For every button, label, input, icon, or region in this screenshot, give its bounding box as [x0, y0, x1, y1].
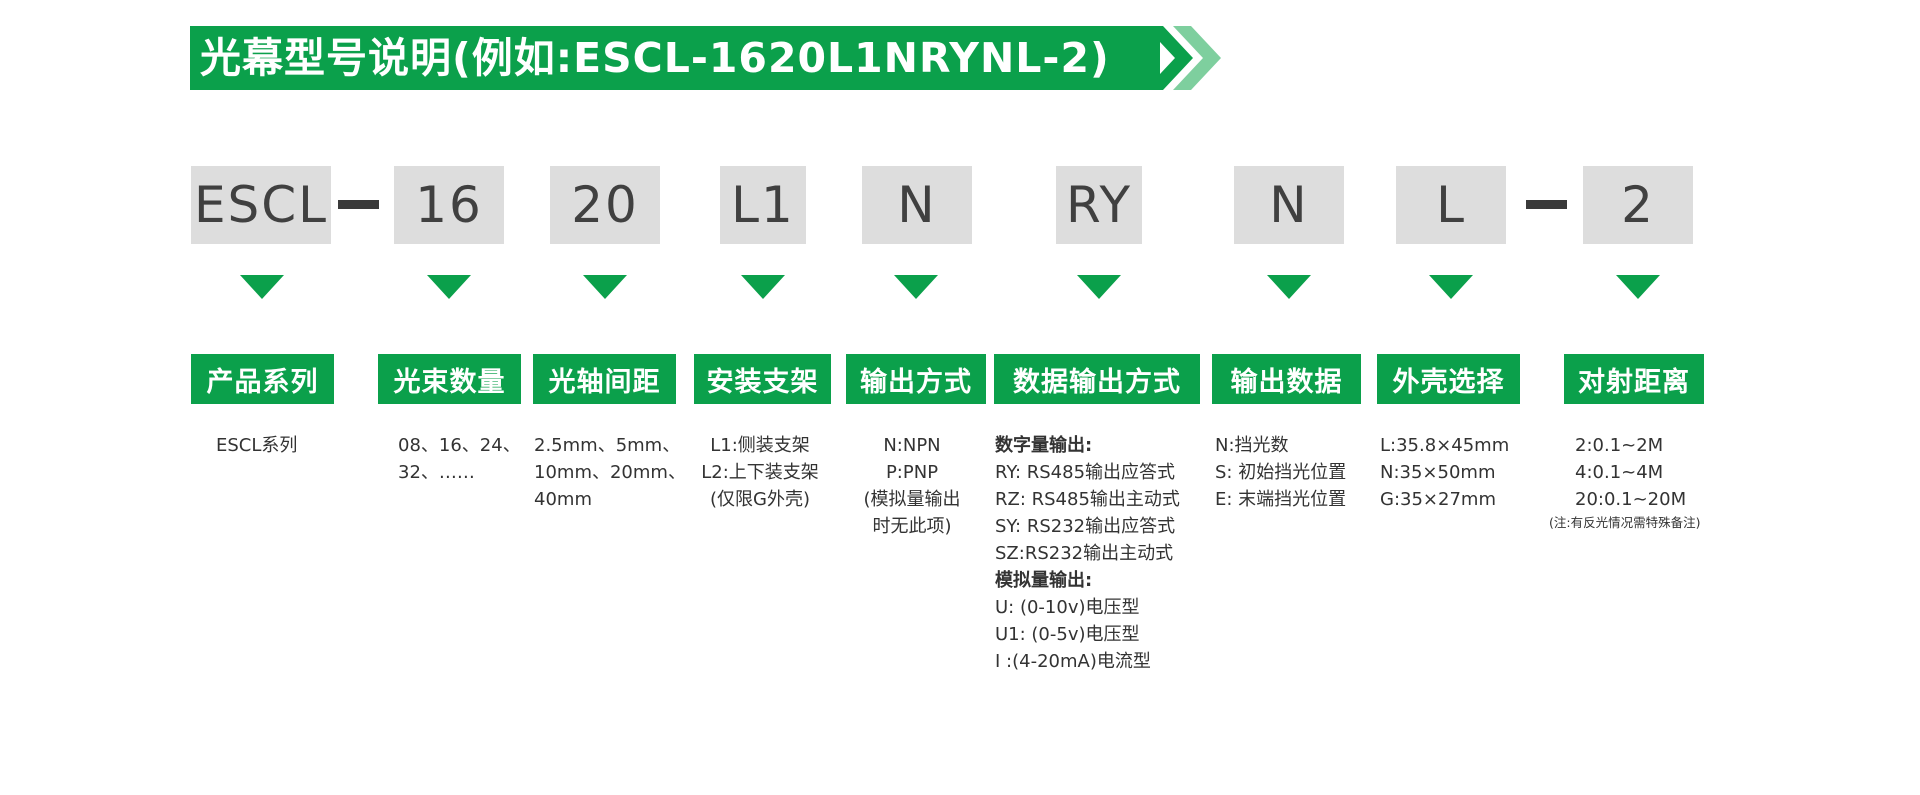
label-spacing: 光轴间距 [533, 354, 676, 404]
segment-data-output: RY [1056, 166, 1142, 244]
segment-housing: L [1396, 166, 1506, 244]
distance-note: (注:有反光情况需特殊备注) [1549, 515, 1701, 530]
desc-output: N:NPN P:PNP (模拟量输出 时无此项) [863, 435, 961, 537]
segment-output: N [862, 166, 972, 244]
arrow-down-icon [240, 275, 284, 299]
label-distance: 对射距离 [1564, 354, 1704, 404]
arrow-down-icon [741, 275, 785, 299]
label-output: 输出方式 [846, 354, 986, 404]
arrow-down-icon [427, 275, 471, 299]
arrow-down-icon [894, 275, 938, 299]
desc-distance: 2:0.1~2M 4:0.1~4M 20:0.1~20M (注:有反光情况需特殊… [1549, 432, 1700, 533]
label-housing: 外壳选择 [1377, 354, 1520, 404]
segment-out-data: N [1234, 166, 1344, 244]
label-out-data: 输出数据 [1212, 354, 1361, 404]
arrow-down-icon [1077, 275, 1121, 299]
chevron-right-icon [1145, 26, 1221, 90]
dash-separator [338, 200, 379, 209]
page-title: 光幕型号说明(例如:ESCL-1620L1NRYNL-2) [200, 34, 1110, 82]
label-data-output: 数据输出方式 [994, 354, 1200, 404]
dash-separator [1526, 200, 1567, 209]
label-beams: 光束数量 [378, 354, 521, 404]
title-banner: 光幕型号说明(例如:ESCL-1620L1NRYNL-2) [190, 26, 1160, 90]
desc-spacing: 2.5mm、5mm、 10mm、20mm、 40mm [534, 435, 686, 510]
desc-beams: 08、16、24、 32、…… [398, 435, 521, 483]
arrow-down-icon [1429, 275, 1473, 299]
arrow-down-icon [583, 275, 627, 299]
desc-bracket: L1:侧装支架 L2:上下装支架 (仅限G外壳) [701, 435, 819, 510]
segment-spacing: 20 [550, 166, 660, 244]
segment-series: ESCL [191, 166, 331, 244]
arrow-down-icon [1616, 275, 1660, 299]
segment-beams: 16 [394, 166, 504, 244]
segment-bracket: L1 [720, 166, 806, 244]
label-bracket: 安装支架 [694, 354, 831, 404]
label-series: 产品系列 [191, 354, 334, 404]
desc-series: ESCL系列 [216, 435, 298, 456]
desc-data-output: 数字量输出: RY: RS485输出应答式 RZ: RS485输出主动式 SY:… [995, 435, 1180, 672]
desc-out-data: N:挡光数 S: 初始挡光位置 E: 末端挡光位置 [1215, 435, 1347, 510]
desc-housing: L:35.8×45mm N:35×50mm G:35×27mm [1380, 435, 1510, 510]
segment-distance: 2 [1583, 166, 1693, 244]
arrow-down-icon [1267, 275, 1311, 299]
